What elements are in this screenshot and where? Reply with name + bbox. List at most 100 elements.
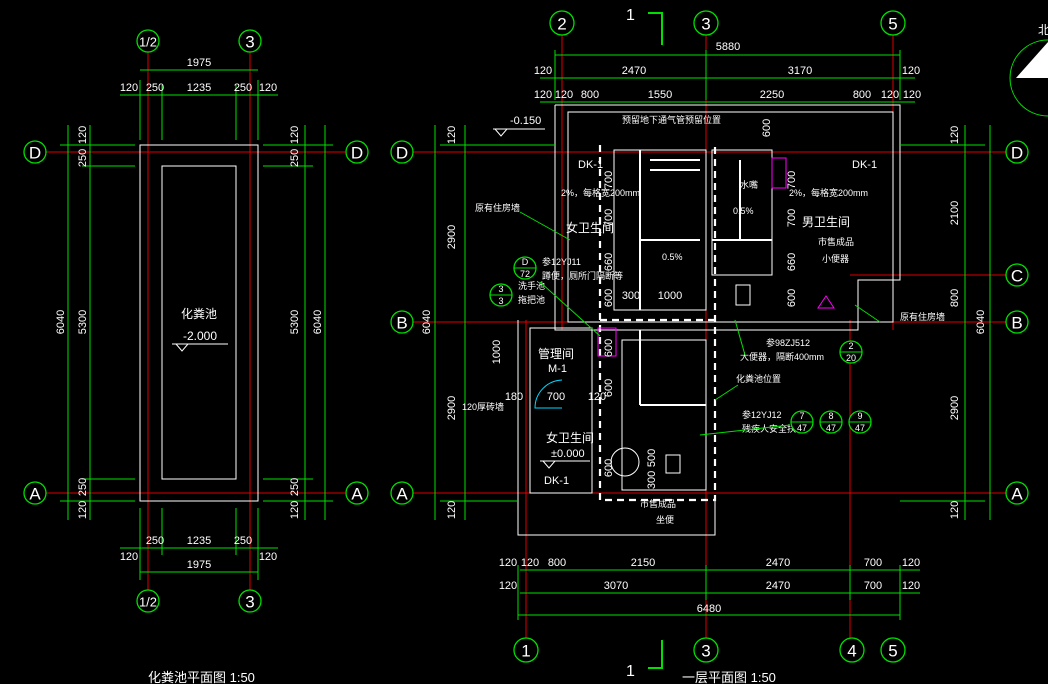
ref-note: 残疾人安全扶手 (742, 423, 805, 434)
dim-text: 700 (864, 557, 882, 569)
dim-vertical: 120 (949, 126, 961, 144)
dim-text: 1235 (187, 82, 211, 94)
inner-dim: 700 (547, 391, 565, 403)
room-male-wc: 男卫生间 (802, 215, 850, 229)
svg-text:47: 47 (855, 423, 865, 433)
fixture-note: 拖把池 (518, 294, 545, 305)
axis-bubble-5-top: 5 (880, 10, 906, 36)
dim-text: 5880 (716, 41, 740, 53)
ref-note: 参98ZJ512 (766, 337, 810, 348)
detail-ref-33: 3 3 (489, 283, 513, 307)
inner-dim: 1000 (658, 290, 682, 302)
dim-overall-top: 1975 (187, 57, 211, 69)
svg-text:9: 9 (857, 411, 862, 421)
dim-text: 120 (902, 557, 920, 569)
axis-bubble-right-A: A (345, 481, 369, 505)
inner-dim: 700 (603, 209, 615, 227)
svg-text:47: 47 (797, 423, 807, 433)
inner-dim: 180 (505, 391, 523, 403)
svg-text:D: D (396, 144, 408, 163)
dim-text: 120 (534, 65, 552, 77)
axis-bubble-2: 2 (549, 10, 575, 36)
existing-wall-note: 原有住房墙 (900, 311, 945, 322)
axis-bubble-4: 4 (839, 637, 865, 663)
dim-vertical: 250 (77, 149, 89, 167)
svg-text:A: A (351, 485, 363, 504)
dim-vertical: 120 (446, 501, 458, 519)
detail-ref-2-20: 2 20 (839, 340, 863, 364)
dim-text: 250 (234, 535, 252, 547)
dim-vertical: 6040 (312, 310, 324, 334)
inner-dim: 120 (588, 391, 606, 403)
axis-bubble-right-A: A (1005, 481, 1029, 505)
svg-text:3: 3 (245, 33, 254, 52)
svg-text:3: 3 (245, 593, 254, 612)
svg-text:D: D (29, 144, 41, 163)
pipe-note: 预留地下通气管预留位置 (622, 114, 721, 125)
floor-plan-caption: 一层平面图 1:50 (682, 670, 776, 684)
dim-vertical: 6040 (421, 310, 433, 334)
svg-text:3: 3 (498, 296, 503, 306)
slope-note: 0.5% (662, 252, 683, 262)
dim-text: 2470 (766, 557, 790, 569)
dk1-label: DK-1 (544, 475, 569, 487)
slope-note: 2%，每格宽200mm (789, 187, 868, 198)
dim-text: 1235 (187, 535, 211, 547)
svg-text:D: D (1011, 144, 1023, 163)
dim-vertical: 120 (289, 501, 301, 519)
room-mgmt: 管理间 (538, 346, 574, 361)
dim-text: 120 (521, 557, 539, 569)
room-label: 化粪池 (181, 307, 217, 321)
svg-text:3: 3 (498, 284, 503, 294)
inner-dim: 700 (786, 209, 798, 227)
svg-text:3: 3 (701, 15, 710, 34)
room-female-wc-bottom: 女卫生间 (546, 430, 594, 445)
axis-bubble-left-A: A (23, 481, 47, 505)
axis-bubble-right-D: D (345, 140, 369, 164)
svg-text:B: B (1011, 314, 1022, 333)
svg-text:7: 7 (799, 411, 804, 421)
svg-text:3: 3 (701, 642, 710, 661)
wall-note: 120厚砖墙 (462, 401, 504, 412)
slope-note: 0.5% (733, 206, 754, 216)
svg-text:A: A (29, 485, 41, 504)
axis-bubble-left-D: D (23, 140, 47, 164)
axis-bubble-bottom-half: 1/2 (136, 589, 160, 613)
dim-text: 3070 (604, 580, 628, 592)
north-arrow-icon: 北 (1009, 23, 1048, 117)
dim-vertical: 2900 (446, 396, 458, 420)
elev-bottom: ±0.000 (551, 448, 585, 460)
detail-ref-9-47: 9 47 (848, 410, 872, 434)
inner-dim: 300 (622, 290, 640, 302)
svg-text:D: D (351, 144, 363, 163)
septic-tank-plan: 1/2 3 1/2 3 D A D A 1975 120 250 1235 25… (23, 29, 369, 684)
dim-vertical: 2900 (446, 225, 458, 249)
dim-text: 1550 (648, 89, 672, 101)
inner-dim: 600 (761, 119, 773, 137)
inner-dim: 600 (603, 379, 615, 397)
dim-vertical: 120 (949, 501, 961, 519)
axis-bubble-left-B: B (390, 310, 414, 334)
dim-vertical: 6040 (55, 310, 67, 334)
slope-note: 2%，每格宽200mm (561, 187, 640, 198)
dim-text: 700 (864, 580, 882, 592)
fixture-note: 水嘴 (740, 179, 758, 190)
inner-dim: 600 (603, 459, 615, 477)
svg-text:A: A (396, 485, 408, 504)
door-m1: M-1 (548, 363, 567, 375)
ref-note: 大便器，隔断400mm (740, 351, 824, 362)
dim-vertical: 120 (446, 126, 458, 144)
dim-vertical: 6040 (975, 310, 987, 334)
fixture-note: 市售成品 (818, 236, 854, 247)
axis-bubble-3-bottom: 3 (693, 637, 719, 663)
svg-text:1/2: 1/2 (139, 595, 157, 610)
dim-text: 800 (581, 89, 599, 101)
dim-text: 120 (903, 89, 921, 101)
dim-total: 6480 (697, 603, 721, 615)
inner-dim: 600 (603, 339, 615, 357)
dk1-label: DK-1 (578, 159, 603, 171)
dim-vertical: 120 (289, 126, 301, 144)
fixture-note: 坐便 (656, 514, 674, 525)
inner-dim: 600 (786, 289, 798, 307)
